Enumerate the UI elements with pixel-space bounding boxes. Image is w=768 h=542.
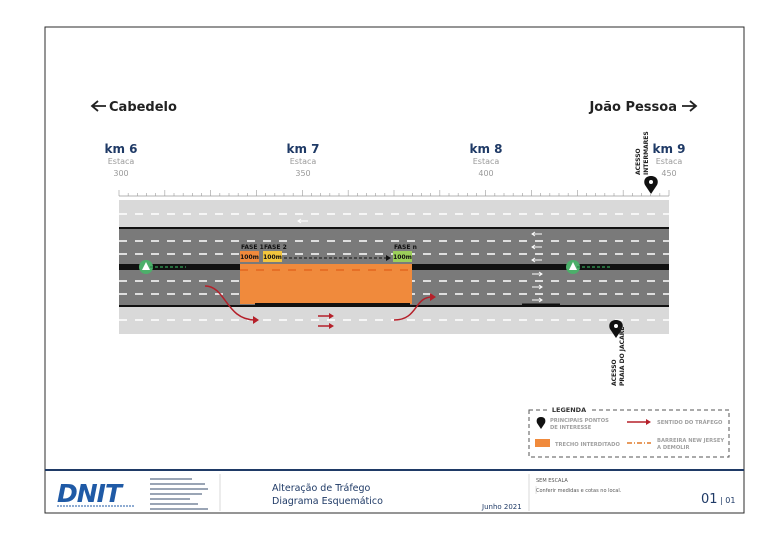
estaca-value: 400 (478, 169, 493, 178)
legend-flow-label: SENTIDO DO TRÁFEGO (657, 419, 723, 426)
sheet-border (44, 26, 745, 514)
phase-n-label: FASE n (394, 244, 417, 251)
km-marker-8: km 8 Estaca 400 (469, 142, 502, 178)
phase-n-length: 100m (393, 254, 412, 261)
estaca-label: Estaca (290, 157, 317, 166)
highway-sign-right (566, 260, 612, 274)
access-top-line1: ACESSO (635, 148, 642, 175)
legend-closed-swatch (535, 439, 550, 447)
direction-left-label: Cabedelo (109, 100, 177, 115)
arrow-left-icon (90, 100, 106, 112)
phase-1-length: 100m (240, 254, 259, 261)
dnit-logo: DNIT (57, 479, 124, 508)
title-line-2: Diagrama Esquemático (272, 496, 383, 507)
sheet-total-value: 01 (725, 496, 735, 505)
km-label: km 9 (652, 142, 685, 156)
estaca-label: Estaca (473, 157, 500, 166)
estaca-label: Estaca (108, 157, 135, 166)
phase-1-badge (240, 251, 259, 262)
km-marker-7: km 7 Estaca 350 (286, 142, 319, 178)
phase-1: FASE 1 100m (240, 244, 264, 262)
estaca-value: 450 (661, 169, 676, 178)
legend-closed-label: TRECHO INTERDITADO (555, 442, 620, 448)
phase-progress-arrowhead (386, 255, 391, 261)
phase-n-badge (393, 251, 412, 262)
phase-2: FASE 2 100m (263, 244, 287, 262)
estaca-value: 300 (113, 169, 128, 178)
access-bottom-line1: ACESSO (611, 359, 618, 386)
phase-2-badge (263, 251, 282, 262)
phase-2-label: FASE 2 (264, 244, 287, 251)
estaca-value: 350 (295, 169, 310, 178)
map-pin-dot (649, 180, 653, 184)
access-top-line2: INTERMARES (643, 131, 650, 175)
scale-note: Conferir medidas e cotas no local. (536, 488, 622, 494)
legend-pin-icon (536, 417, 546, 429)
access-praia-jacare: ACESSO PRAIA DO JACARÉ (609, 320, 626, 386)
map-pin-icon (644, 176, 658, 194)
km-label: km 8 (469, 142, 502, 156)
direction-right: João Pessoa (588, 100, 698, 115)
km-label: km 7 (286, 142, 319, 156)
scale-label: SEM ESCALA (536, 478, 568, 484)
direction-left: Cabedelo (90, 100, 177, 115)
km-marker-6: km 6 Estaca 300 (104, 142, 137, 178)
highway: FASE 1 100m FASE 2 100m FASE n 100m (119, 200, 669, 334)
distance-ruler (118, 190, 670, 197)
detour-arrowheads (253, 293, 436, 329)
map-pin-icon (609, 320, 623, 338)
phase-n: FASE n 100m (393, 244, 417, 262)
access-bottom-line2: PRAIA DO JACARÉ (618, 327, 626, 386)
legend-flow-arrowhead (646, 419, 651, 425)
phase-1-label: FASE 1 (241, 244, 264, 251)
fine-print-block (150, 478, 208, 510)
sheet-number: 01 (701, 492, 718, 507)
arrow-right-icon (682, 100, 698, 112)
km-label: km 6 (104, 142, 137, 156)
access-intermares: ACESSO INTERMARES (635, 131, 658, 194)
title-line-1: Alteração de Tráfego (272, 483, 371, 494)
flow-arrows-east (532, 271, 543, 303)
flow-arrows-west (297, 218, 542, 263)
detour-arrow-in (204, 285, 256, 321)
highway-sign-left (139, 260, 186, 274)
detour-arrows (204, 285, 433, 327)
estaca-label: Estaca (656, 157, 683, 166)
direction-right-label: João Pessoa (588, 100, 677, 115)
title-block: DNIT Alteração de Tráfego Diagrama Esque… (45, 469, 744, 511)
sheet-total: | 01 (720, 496, 735, 505)
phase-2-length: 100m (263, 254, 282, 261)
legend-box (528, 409, 730, 458)
map-pin-dot (614, 324, 618, 328)
km-marker-9: km 9 Estaca 450 (652, 142, 685, 178)
issue-date: Junho 2021 (481, 503, 522, 511)
detour-arrow-out (393, 296, 433, 321)
legend-title: LEGENDA (552, 406, 586, 414)
